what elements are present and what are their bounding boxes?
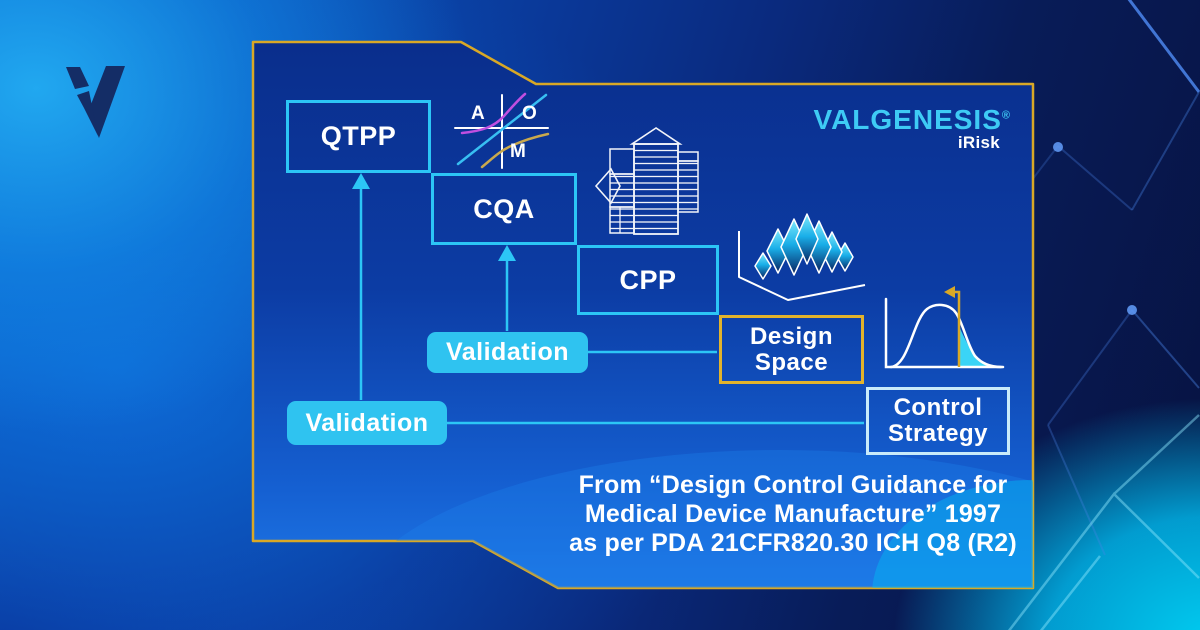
building-elevation-icon <box>594 127 699 235</box>
validation-pill-upper: Validation <box>427 332 588 373</box>
control-strategy-label-line2: Strategy <box>887 420 989 447</box>
citation-line-3: as per PDA 21CFR820.30 ICH Q8 (R2) <box>569 529 1017 557</box>
control-strategy-label-line1: Control <box>893 394 983 422</box>
connector-lines <box>359 186 864 425</box>
aom-chart-icon <box>454 92 550 169</box>
citation-line-1: From “Design Control Guidance for <box>578 471 1008 499</box>
brand-wordmark: VALGENESIS® <box>778 106 1010 134</box>
product-name: iRisk <box>957 133 1000 152</box>
citation-block: From “Design Control Guidance for Medica… <box>558 471 1028 558</box>
arrow-up-to-cqa-icon <box>498 245 516 261</box>
design-space-label-line2: Space <box>754 348 829 376</box>
flow-box-design-space: Design Space <box>719 315 864 384</box>
flow-box-control-strategy: Control Strategy <box>866 387 1010 455</box>
background-triangles <box>1007 414 1200 630</box>
aom-label-a: A <box>471 103 485 124</box>
brand-wordmark-text: VALGENESIS <box>813 104 1002 135</box>
validation-pill-lower: Validation <box>287 401 447 445</box>
valgenesis-v-logo <box>66 66 125 138</box>
brand-block: VALGENESIS® iRisk <box>778 106 1010 153</box>
aom-label-m: M <box>510 141 526 162</box>
cpp-label: CPP <box>619 264 677 295</box>
flow-box-cpp: CPP <box>577 245 719 315</box>
background-mesh <box>991 0 1200 556</box>
distribution-curve-icon <box>884 286 1005 369</box>
validation-upper-label: Validation <box>445 338 570 366</box>
registered-mark: ® <box>1001 109 1010 122</box>
citation-line-2: Medical Device Manufacture” 1997 <box>584 500 1002 528</box>
validation-lower-label: Validation <box>305 408 429 437</box>
surface-plot-icon <box>738 213 866 301</box>
aom-label-o: O <box>522 103 537 124</box>
cqa-label: CQA <box>473 193 535 224</box>
flow-box-cqa: CQA <box>431 173 577 245</box>
arrow-up-to-qtpp-icon <box>352 173 370 189</box>
folder-outline <box>251 40 1035 590</box>
qtpp-label: QTPP <box>320 121 397 151</box>
design-space-label-line1: Design <box>749 322 833 350</box>
flow-box-qtpp: QTPP <box>286 100 431 173</box>
